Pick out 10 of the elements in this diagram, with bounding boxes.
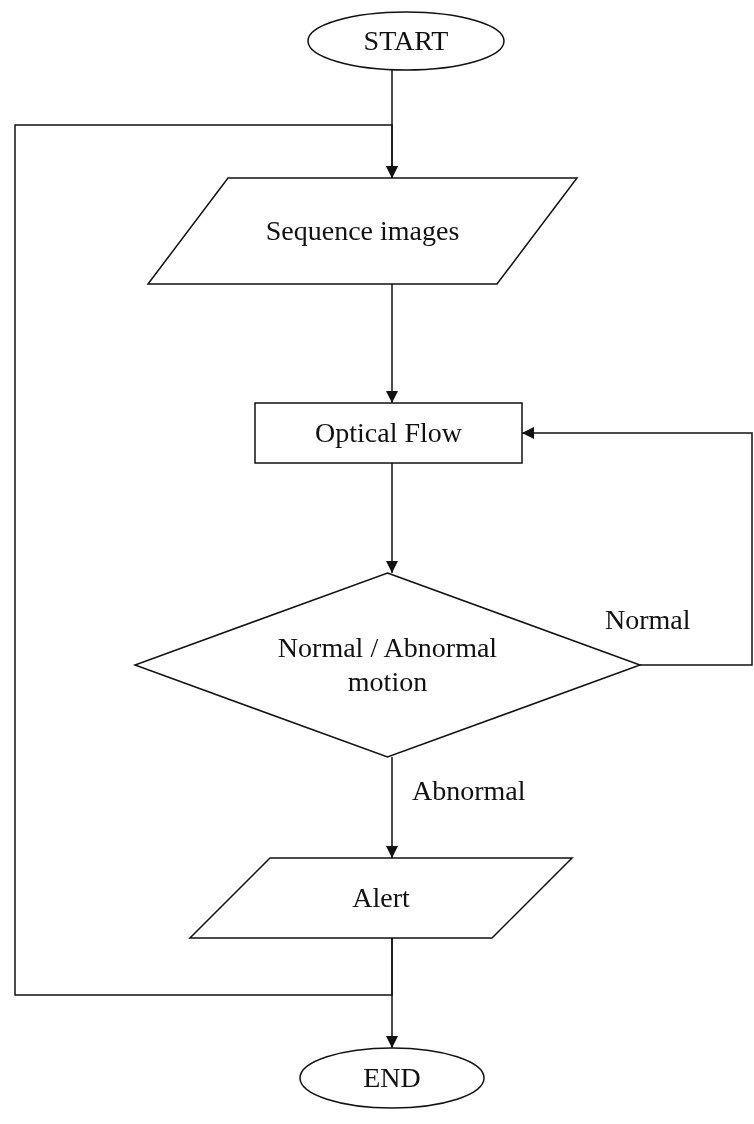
node-label: Optical Flow xyxy=(315,416,462,450)
node-label: START xyxy=(363,24,449,58)
arrow xyxy=(386,756,398,859)
arrow xyxy=(386,283,398,404)
arrow xyxy=(386,462,398,574)
node-label: Sequence images xyxy=(265,214,460,248)
node-label: Alert xyxy=(352,881,410,915)
node-label: Normal / Abnormal motion xyxy=(276,631,499,699)
arrow xyxy=(14,124,398,996)
node-label: END xyxy=(363,1061,421,1095)
